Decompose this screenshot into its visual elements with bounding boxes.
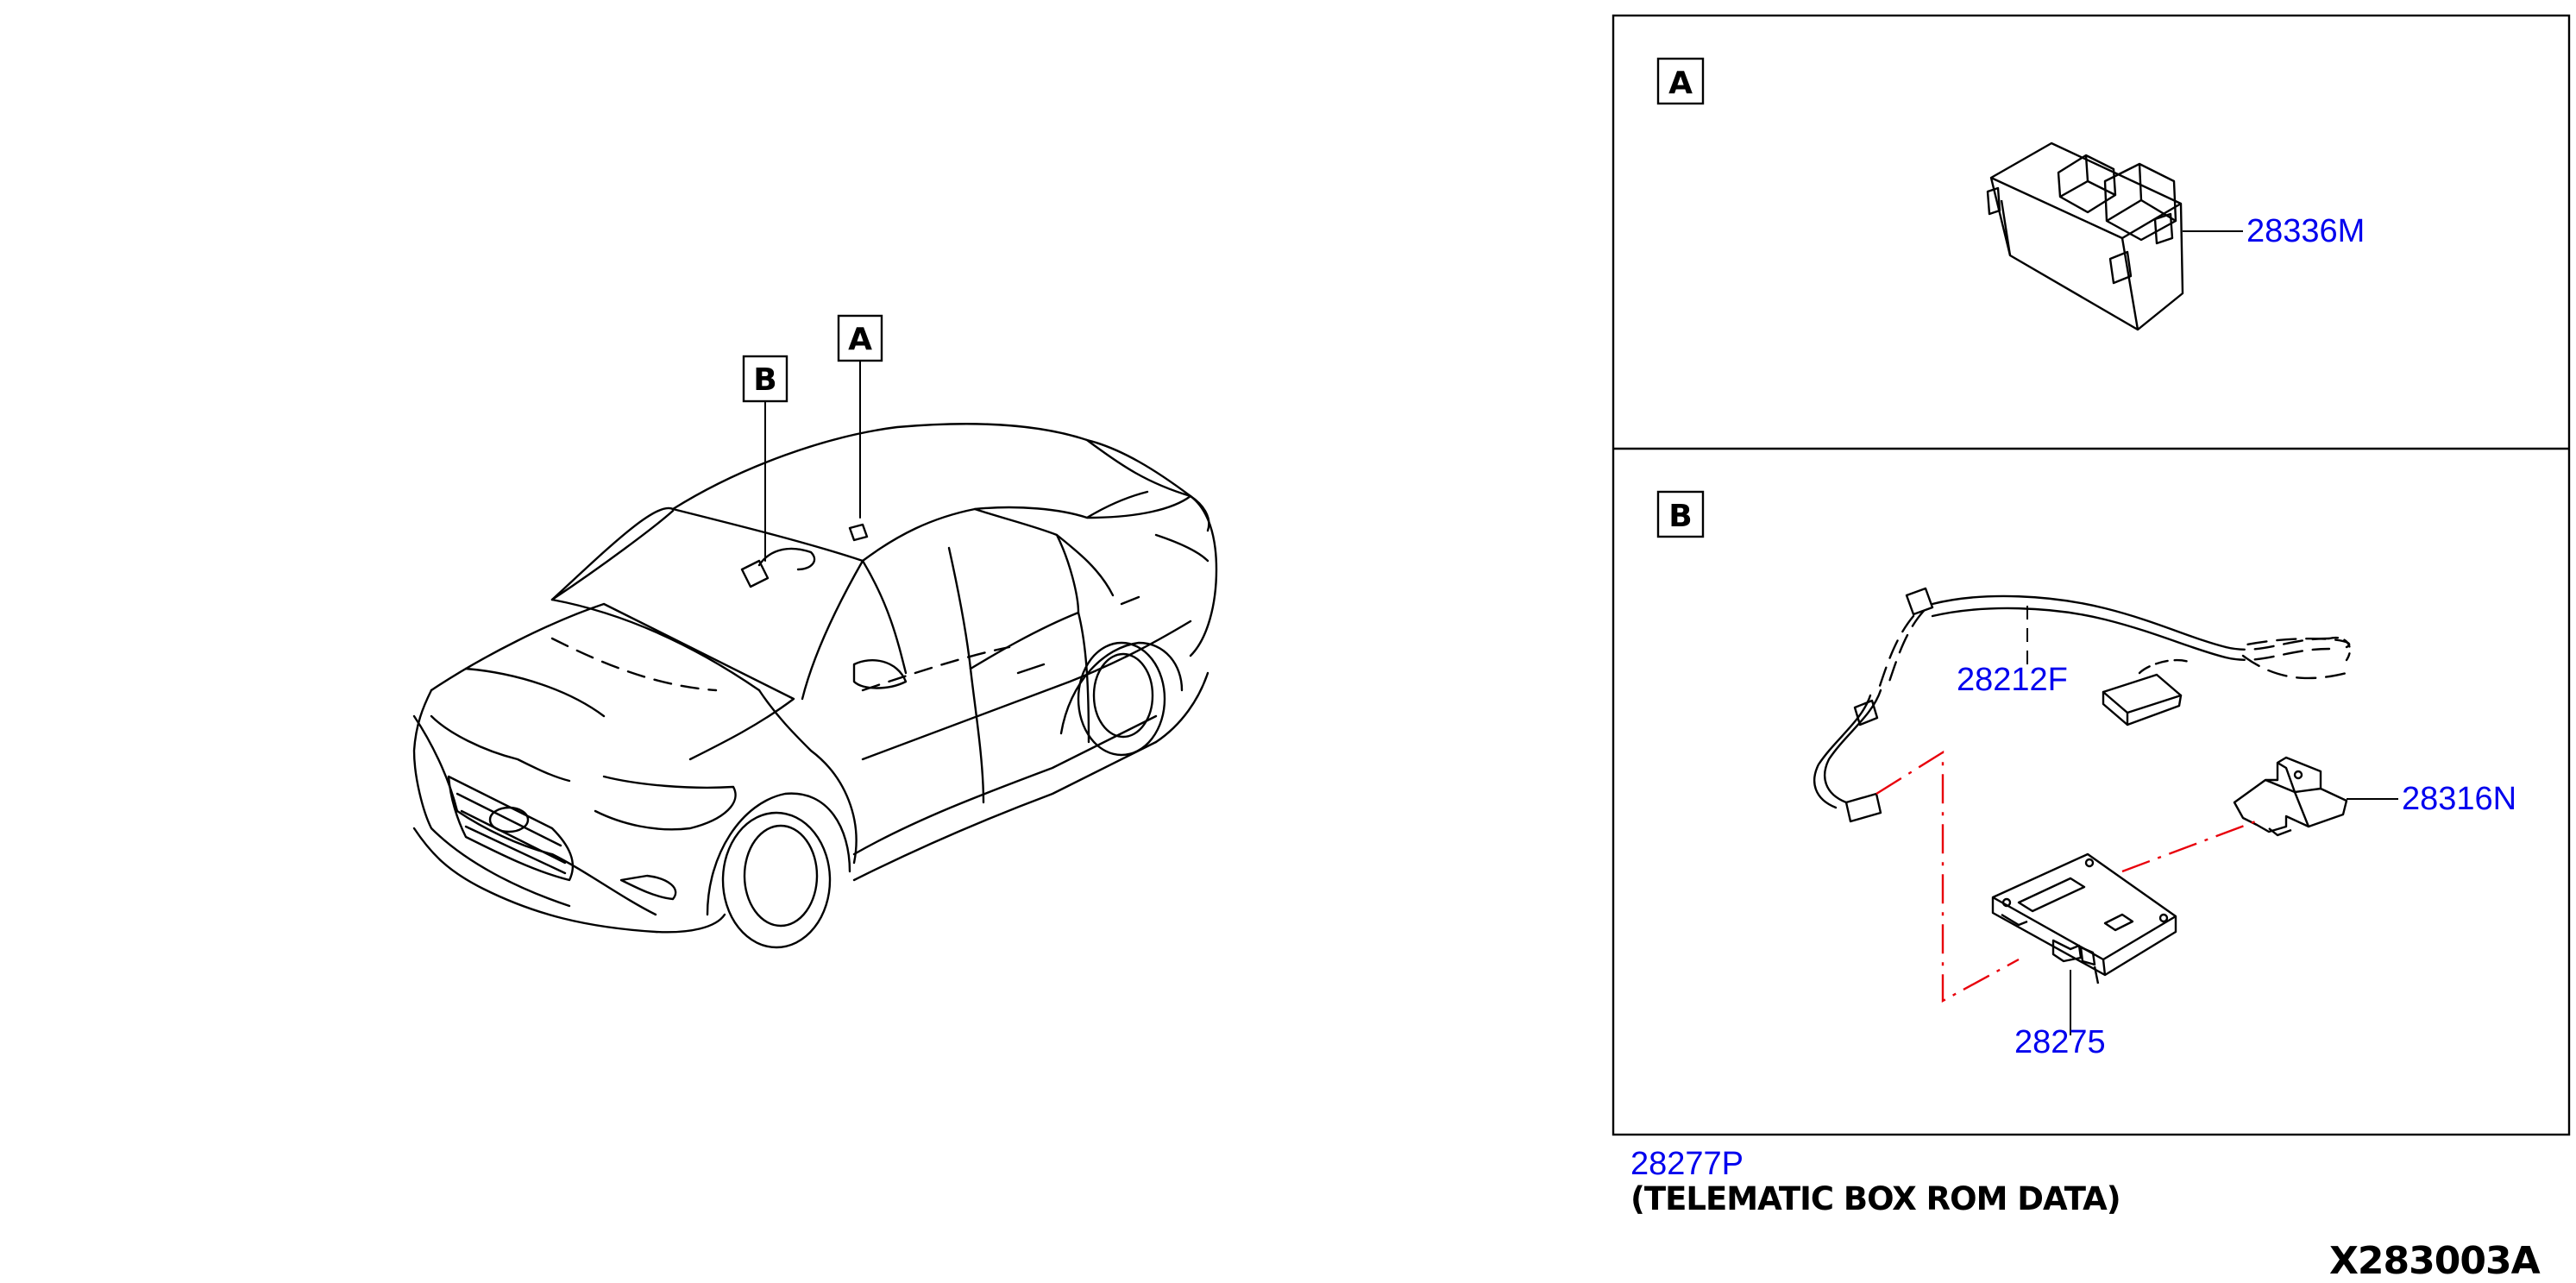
caption-description: (TELEMATIC BOX ROM DATA) [1630, 1180, 2121, 1217]
callout-28212f: 28212F [1957, 662, 2068, 698]
harness-28212f-illustration [1813, 587, 2352, 823]
sedan-overview-illustration [412, 360, 1218, 949]
callout-28316n: 28316N [2402, 781, 2516, 817]
detail-frame [1612, 14, 2571, 1136]
panel-b-box [1656, 490, 1705, 538]
figure-id: X283003A [2329, 1239, 2541, 1283]
car-callout-b: B [742, 355, 789, 403]
panel-a: A 28336M [1656, 57, 2365, 331]
car-callout-a: A [837, 314, 883, 362]
bracket-28316n-illustration [2233, 756, 2348, 837]
panel-a-box [1656, 57, 1705, 105]
caption-part-number: 28277P [1630, 1146, 1744, 1182]
callout-28275: 28275 [2014, 1024, 2106, 1060]
callout-28336m: 28336M [2246, 213, 2365, 249]
telematic-unit-28275-illustration [1991, 852, 2177, 984]
installation-leaders [1875, 750, 2261, 1003]
car-callout-a-label: A [848, 322, 872, 357]
panel-b: B 28212F [1656, 490, 2516, 1060]
car-callout-b-label: B [753, 362, 776, 398]
module-28336m-illustration [1986, 142, 2184, 331]
panel-a-label: A [1668, 66, 1693, 101]
panel-b-label: B [1668, 499, 1692, 534]
